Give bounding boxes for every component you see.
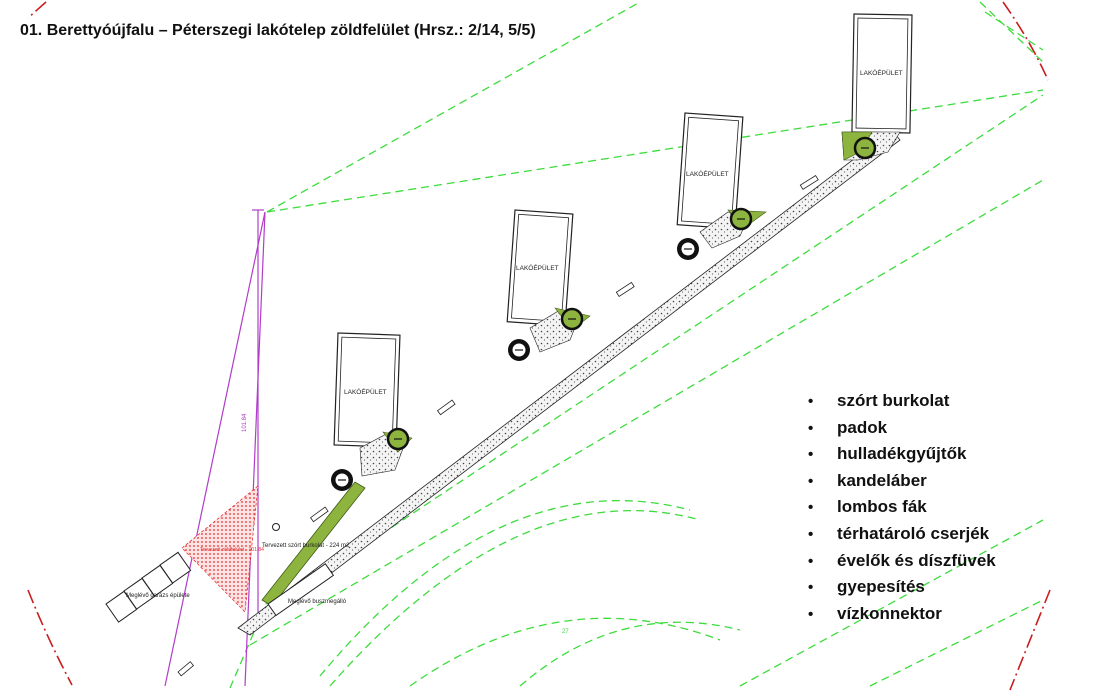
planned-green-area-label: Tervezett zöldfelület - 101.84 [200,547,264,553]
bus-stop-label: Meglévő buszmegálló [288,599,347,605]
legend-item-label: gyepesítés [837,577,925,597]
page-title: 01. Berettyóújfalu – Péterszegi lakótele… [20,22,536,39]
bullet-icon: • [808,525,814,543]
waste-bin-icon [508,339,530,361]
legend-list: •szórt burkolat •padok •hulladékgyűjtők … [808,388,996,627]
tree-icon [386,427,410,451]
building-3: LAKÓÉPÜLET [676,112,767,249]
legend-item: • szórt burkolat [808,388,996,415]
garage-label: Meglévő garázs épülete [126,593,190,599]
page-number: 27 [562,629,569,635]
legend-item: • gyepesítés [808,574,996,601]
site-boundary-lines [27,1,1051,691]
legend-item: • hulladékgyűjtők [808,441,996,468]
bullet-icon: • [808,419,814,437]
dimension-label: 101.84 [242,413,248,432]
bullet-icon: • [808,579,814,597]
bullet-icon: • [808,472,814,490]
tree-icon [560,307,584,331]
benches [309,174,819,523]
building-1: LAKÓÉPÜLET [333,332,413,477]
legend-item-label: szórt burkolat [837,391,950,410]
bullet-icon: • [808,605,814,623]
legend-item: • padok [808,415,996,442]
legend-item: • évelők és díszfüvek [808,548,996,575]
waste-bin-icon [331,469,353,491]
paving-label: Tervezett szórt burkolat - 224 m2 [262,543,350,549]
tree-icon [729,207,753,231]
waste-bin-icon [677,238,699,260]
legend-item-label: térhatároló cserjék [837,523,990,543]
legend-item-label: kandeláber [837,470,927,490]
building-2: LAKÓÉPÜLET [506,209,591,353]
legend-item: • kandeláber [808,468,996,495]
bullet-icon: • [808,499,814,517]
legend-item-label: vízkonnektor [837,603,942,623]
dimension-lines [164,209,266,687]
legend-item-label: lombos fák [837,497,927,517]
building-4: LAKÓÉPÜLET [841,13,913,161]
legend-item: • vízkonnektor [808,601,996,628]
legend-item: • térhatároló cserjék [808,521,996,548]
road-marks [177,661,195,677]
building-3-label: LAKÓÉPÜLET [686,169,729,178]
building-1-label: LAKÓÉPÜLET [344,387,387,396]
bus-stop: Meglévő buszmegálló [267,563,347,617]
trees [386,136,877,451]
legend-item: • lombos fák [808,494,996,521]
bullet-icon: • [808,393,814,410]
waste-bins [331,238,699,491]
bullet-icon: • [808,446,814,464]
legend-item-label: évelők és díszfüvek [837,550,996,570]
tree-icon [853,136,877,160]
bullet-icon: • [808,552,814,570]
gravel-path [237,129,901,636]
legend-item-label: hulladékgyűjtők [837,444,967,464]
building-4-label: LAKÓÉPÜLET [860,68,903,77]
building-2-label: LAKÓÉPÜLET [516,263,559,272]
planned-green-area [181,485,259,613]
lamp-post-icon [272,523,280,531]
garage-building [105,551,192,623]
legend-item-label: padok [837,417,888,437]
